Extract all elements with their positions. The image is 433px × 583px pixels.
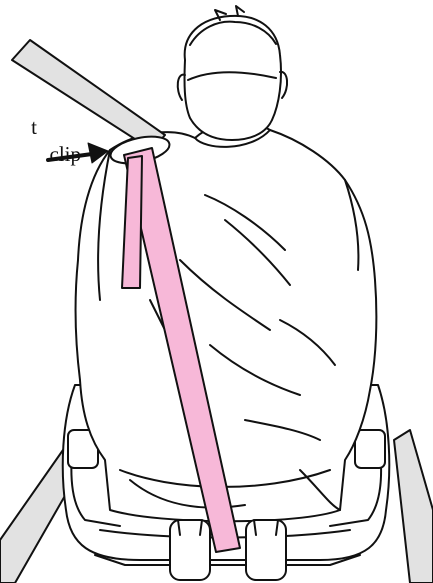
belt-clip-callout: t clip	[0, 114, 80, 168]
hair-tuft-2	[236, 6, 244, 16]
callout-line-2: clip	[0, 141, 81, 168]
buckle-left	[170, 520, 210, 580]
lap-belt-right	[394, 430, 433, 583]
torso	[76, 122, 377, 521]
callout-line-1: t	[0, 114, 37, 141]
buckle-right	[246, 520, 286, 580]
armrest-right	[355, 430, 385, 468]
